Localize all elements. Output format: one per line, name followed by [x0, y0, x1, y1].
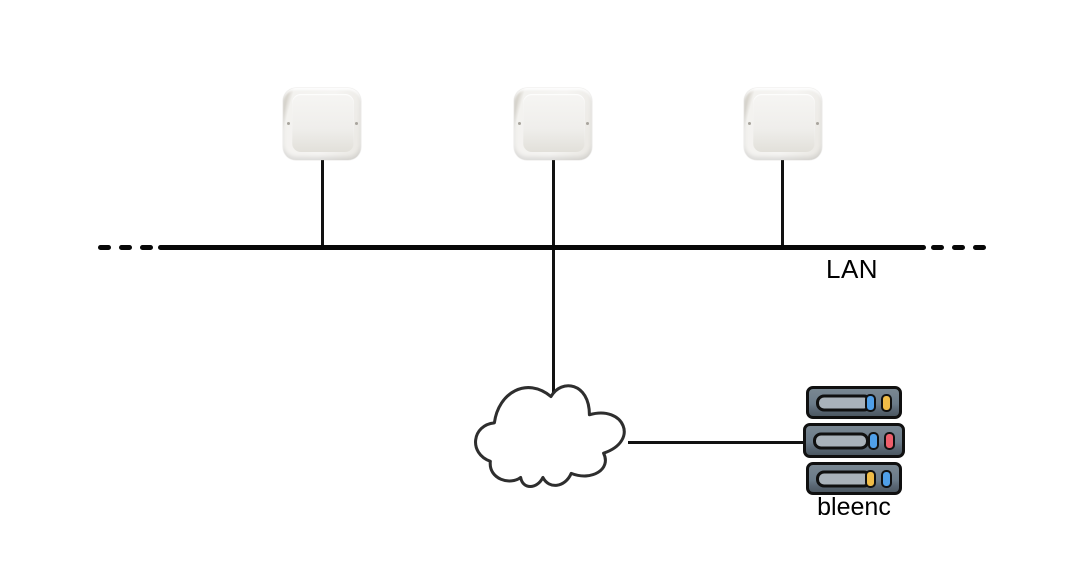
- access-point-face: [753, 94, 815, 152]
- lan-label: LAN: [826, 254, 879, 284]
- screw-dot: [748, 122, 751, 125]
- lan-bus-dash: [119, 245, 132, 250]
- access-point-3-icon: [744, 88, 822, 160]
- server-unit-2: [803, 423, 905, 458]
- lan-bus-dash: [140, 245, 153, 250]
- link-ap1-lan: [321, 157, 324, 246]
- server-label: bleenc: [817, 493, 891, 521]
- lan-bus-dash: [952, 245, 965, 250]
- server-stack-icon: [803, 386, 905, 499]
- server-led-icon: [884, 431, 895, 450]
- screw-dot: [355, 122, 358, 125]
- cloud-icon: [474, 384, 626, 489]
- lan-bus-line: [158, 245, 926, 250]
- lan-bus-dash: [973, 245, 986, 250]
- access-point-face: [292, 94, 354, 152]
- link-ap2-lan-cloud: [552, 157, 555, 402]
- server-led-icon: [865, 393, 876, 412]
- access-point-face: [523, 94, 585, 152]
- screw-dot: [518, 122, 521, 125]
- server-drive-slot: [816, 470, 872, 487]
- lan-bus-dash: [931, 245, 944, 250]
- server-led-icon: [865, 469, 876, 488]
- screw-dot: [287, 122, 290, 125]
- access-point-1-icon: [283, 88, 361, 160]
- screw-dot: [586, 122, 589, 125]
- server-led-icon: [881, 393, 892, 412]
- server-drive-slot: [813, 432, 869, 449]
- server-led-icon: [881, 469, 892, 488]
- access-point-2-icon: [514, 88, 592, 160]
- link-cloud-server: [628, 441, 808, 444]
- screw-dot: [816, 122, 819, 125]
- link-ap3-lan: [781, 157, 784, 246]
- server-led-icon: [868, 431, 879, 450]
- lan-bus-dash: [98, 245, 111, 250]
- server-drive-slot: [816, 394, 872, 411]
- server-unit-3: [806, 462, 902, 495]
- server-unit-1: [806, 386, 902, 419]
